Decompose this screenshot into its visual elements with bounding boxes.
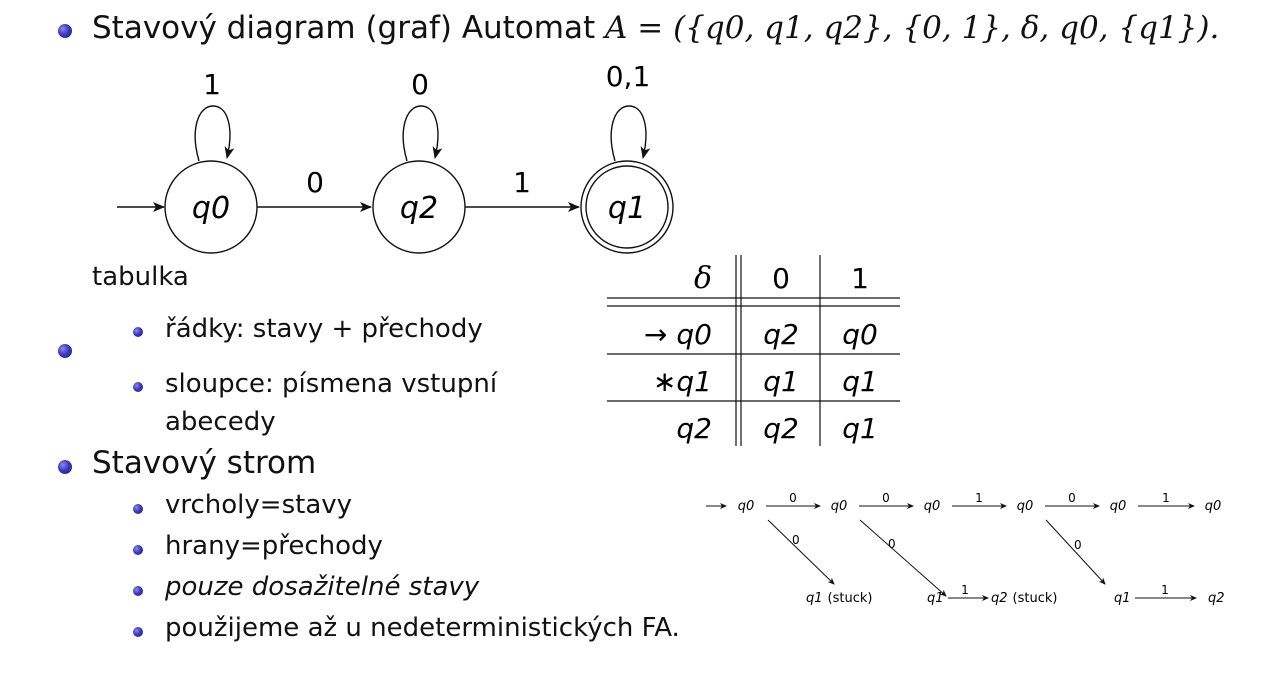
strom-item-1: hrany=přechody (165, 531, 383, 561)
table-row-0-c0: q2 (763, 318, 799, 351)
loop-q1 (610, 105, 651, 162)
tabulka-item-0: řádky: stavy + přechody (165, 314, 483, 344)
bullet-title (58, 24, 72, 38)
table-row-2-c0: q2 (763, 412, 799, 445)
loop-q0-label: 1 (203, 68, 221, 101)
tree-bottom-d: q1 (1114, 591, 1131, 606)
bullet-tabulka-item-0 (133, 327, 143, 337)
tree-node-1: q0 (831, 499, 848, 514)
title-line: Stavový diagram (graf) Automat A = ({q0,… (92, 10, 1219, 46)
state-tree: q0 q0 q0 q0 q0 q0 0 0 1 0 1 0 0 0 q1(stu… (706, 491, 1225, 606)
tree-bottom-c: q2(stuck) (991, 591, 1057, 606)
tree-node-5: q0 (1205, 499, 1222, 514)
table-row-1-c1: q1 (842, 365, 878, 398)
state-q1-label: q1 (608, 191, 646, 226)
state-q1-inner (585, 165, 669, 249)
bullet-strom (58, 460, 72, 474)
tree-bottom-b: q1 (927, 591, 944, 606)
table-row-2-state: q2 (676, 412, 712, 445)
tree-edge-2: 1 (975, 491, 983, 505)
tree-edge-0: 0 (789, 491, 797, 505)
tree-edge-1: 0 (882, 491, 890, 505)
tabulka-item-2: abecedy (165, 407, 276, 437)
title-math: A = ({q0, q1, q2}, {0, 1}, δ, q0, {q1}). (605, 10, 1220, 46)
edge-q0-q2-label: 0 (306, 166, 324, 199)
loop-q2 (402, 105, 443, 162)
tabulka-heading: tabulka (92, 262, 189, 292)
table-row-0-c1: q0 (842, 318, 878, 351)
edge-q2-q1-label: 1 (513, 166, 531, 199)
bullet-tabulka-item-1 (133, 382, 143, 392)
tree-node-4: q0 (1110, 499, 1127, 514)
loop-q1-label: 0,1 (606, 60, 651, 93)
tree-edge-3: 0 (1068, 491, 1076, 505)
loop-q0 (194, 105, 235, 162)
bullet-tabulka (58, 344, 72, 358)
state-q1-outer (580, 160, 674, 254)
table-row-1-state: ∗q1 (653, 365, 712, 398)
loop-q2-label: 0 (411, 68, 429, 101)
table-row-1-c0: q1 (763, 365, 799, 398)
tree-bottom-d-edge: 1 (1161, 583, 1169, 597)
table-header-1: 1 (851, 262, 869, 295)
bullet-strom-item-0 (133, 504, 143, 514)
transition-table: δ 0 1 → q0 q2 q0 ∗q1 q1 q1 q2 q2 q1 (607, 255, 900, 446)
tree-node-0: q0 (738, 499, 755, 514)
strom-item-2: pouze dosažitelné stavy (165, 572, 480, 602)
tree-diag-1: 0 (888, 537, 896, 551)
tree-edge-4: 1 (1162, 491, 1170, 505)
table-row-0-state: → q0 (644, 318, 712, 351)
tree-bottom-a: q1(stuck) (806, 591, 872, 606)
tree-node-3: q0 (1017, 499, 1034, 514)
tabulka-item-1: sloupce: písmena vstupní (165, 369, 498, 399)
strom-item-0: vrcholy=stavy (165, 490, 353, 520)
table-header-delta: δ (694, 261, 712, 296)
state-q0-label: q0 (192, 191, 230, 226)
tree-diag-0: 0 (792, 533, 800, 547)
tree-bottom-b-edge: 1 (961, 583, 969, 597)
state-q2-label: q2 (400, 191, 438, 226)
tree-node-2: q0 (924, 499, 941, 514)
tree-bottom-e: q2 (1208, 591, 1225, 606)
table-row-2-c1: q1 (842, 412, 878, 445)
strom-item-3: použijeme až u nedeterministických FA. (165, 613, 680, 643)
strom-heading: Stavový strom (92, 445, 317, 481)
table-header-0: 0 (772, 262, 790, 295)
bullet-strom-item-2 (133, 586, 143, 596)
title-text: Stavový diagram (graf) Automat (92, 10, 605, 46)
tree-diag-2: 0 (1074, 538, 1082, 552)
bullet-strom-item-1 (133, 545, 143, 555)
bullet-strom-item-3 (133, 627, 143, 637)
